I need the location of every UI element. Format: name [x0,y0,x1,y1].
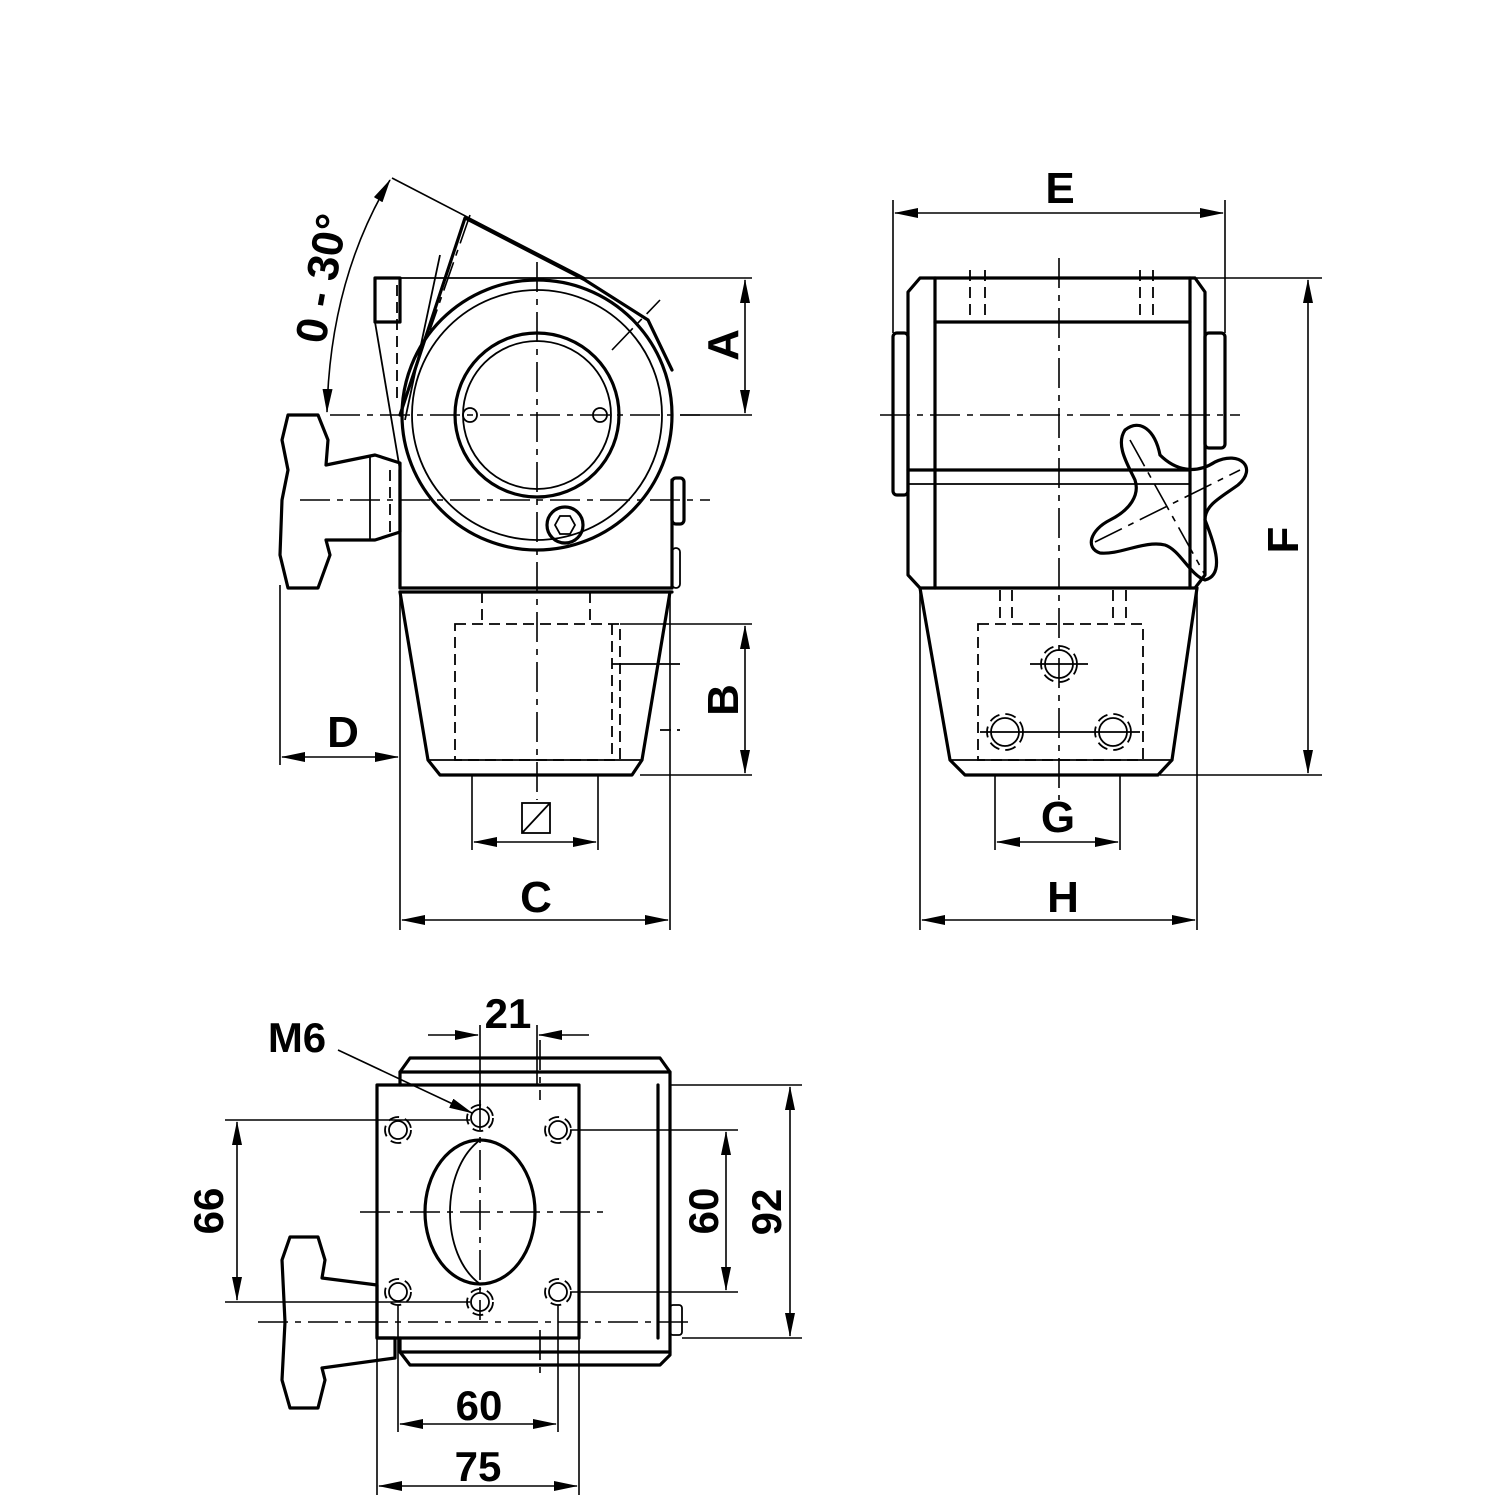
dim-label-C: C [520,873,552,922]
dim-21: 21 [485,990,532,1037]
dim-label-A: A [699,329,748,361]
bottom-frame [398,1056,672,1367]
side-lower-housing [918,586,1199,777]
dim-label-E: E [1045,164,1074,213]
upper-housing [398,468,674,590]
hole-top-right [544,1116,572,1144]
side-cap [670,476,686,526]
star-knob [1089,423,1249,582]
hole-top-left [384,1116,412,1144]
bottom-view: 21 M6 66 60 92 60 75 [185,990,802,1495]
hex-screw [545,505,585,545]
dim-label-B: B [699,684,748,716]
square-shaft-symbol [521,802,551,834]
bolt-hole-left [462,407,478,423]
dim-92: 92 [743,1189,790,1236]
right-cap [1203,331,1227,450]
dim-60-vertical: 60 [680,1188,727,1235]
bottom-handle [280,1235,397,1410]
dim-60-horizontal: 60 [456,1382,503,1429]
internal-bore-hidden [454,623,621,761]
left-cap [891,331,910,497]
tilt-plate [398,216,674,417]
clamp-handle [278,413,402,590]
dim-label-H: H [1047,873,1079,922]
dim-66: 66 [185,1188,232,1235]
dim-75: 75 [455,1443,502,1490]
angle-label: 0 - 30° [287,210,358,347]
dim-label-D: D [327,708,359,757]
dim-label-G: G [1041,793,1075,842]
dim-label-F: F [1259,527,1308,554]
thread-label-m6: M6 [268,1014,326,1061]
lower-housing [398,590,672,777]
front-view: 0 - 30° A B D C [278,177,752,930]
hole-bottom-right [544,1278,572,1306]
side-housing [906,276,1207,590]
hole-bottom-left [384,1278,412,1306]
tilt-wedge [373,276,402,324]
side-view: E F G H [880,164,1322,930]
